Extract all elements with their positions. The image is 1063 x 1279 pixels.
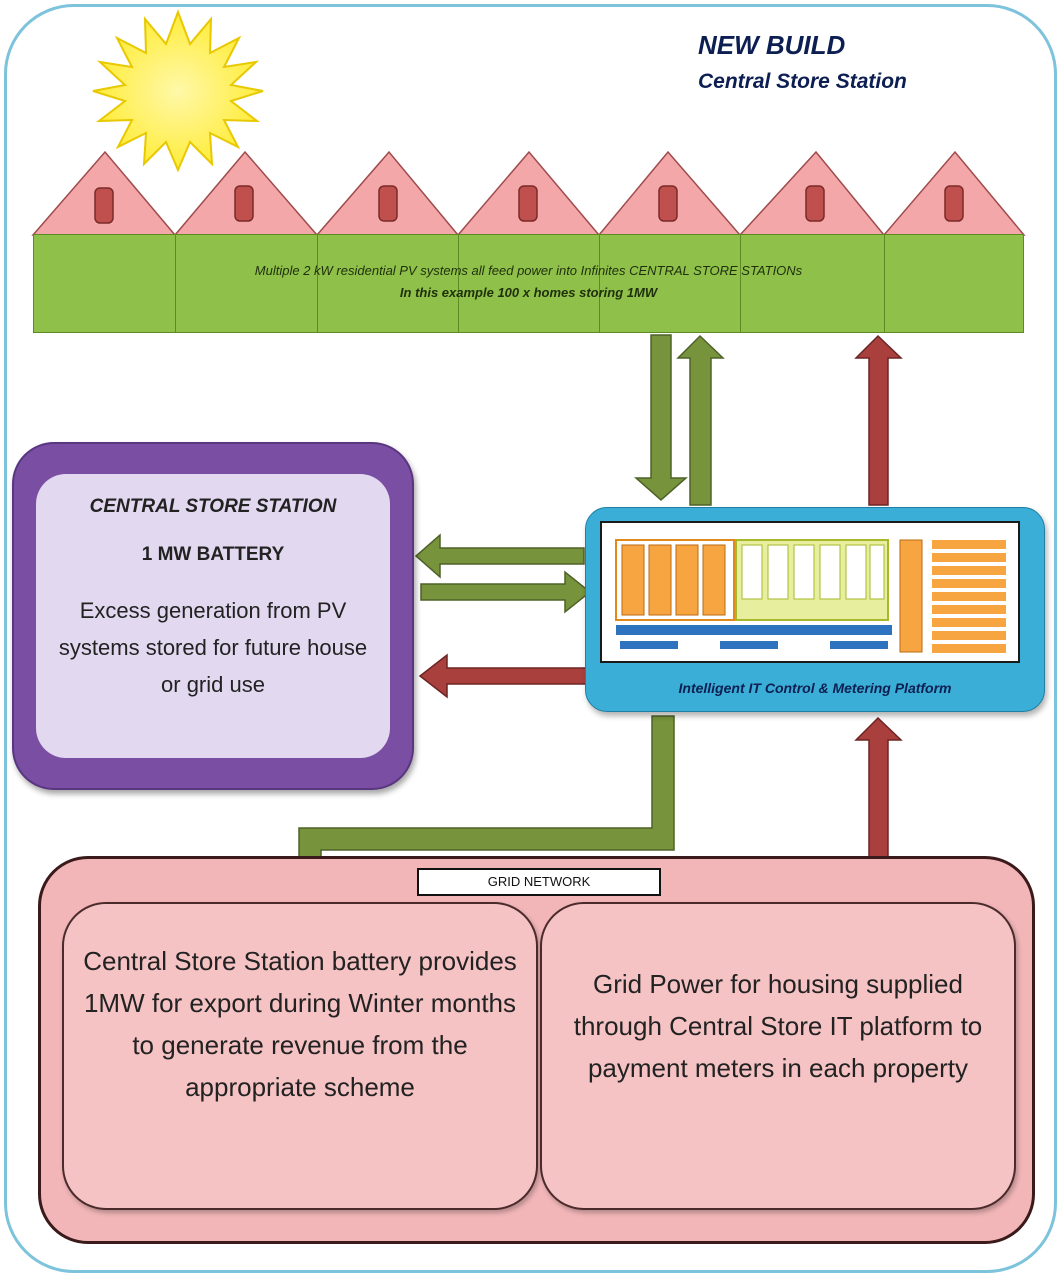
arrow-battery-to-platform <box>420 570 592 614</box>
battery-capacity: 1 MW BATTERY <box>141 544 285 565</box>
platform-architecture-thumbnail <box>615 539 1006 653</box>
grid-network-label: GRID NETWORK <box>417 868 661 896</box>
grid-supply-panel <box>540 902 1016 1210</box>
battery-title: CENTRAL STORE STATION <box>89 496 337 517</box>
grid-export-panel <box>62 902 538 1210</box>
arrow-platform-to-battery <box>414 533 585 579</box>
grid-export-text: Central Store Station battery provides 1… <box>83 946 517 1102</box>
arrow-homes-to-platform <box>634 334 688 501</box>
page-title: NEW BUILD <box>698 30 846 60</box>
house-divider <box>175 235 176 332</box>
house-divider <box>458 235 459 332</box>
homes-example: In this example 100 x homes storing 1MW <box>399 285 658 300</box>
house-divider <box>740 235 741 332</box>
arrow-platform-to-homes-red <box>854 334 903 506</box>
grid-supply-text: Grid Power for housing supplied through … <box>573 969 983 1083</box>
page-subtitle: Central Store Station <box>698 70 907 93</box>
window-4 <box>518 185 538 222</box>
window-7 <box>944 185 964 222</box>
arrow-platform-to-homes <box>676 334 725 506</box>
window-6 <box>805 185 825 222</box>
house-divider <box>317 235 318 332</box>
battery-description: Excess generation from PV systems stored… <box>58 598 368 697</box>
window-3 <box>378 185 398 222</box>
homes-description: Multiple 2 kW residential PV systems all… <box>254 263 803 278</box>
window-1 <box>94 187 114 224</box>
it-platform-screenshot <box>600 521 1020 663</box>
house-divider <box>599 235 600 332</box>
battery-panel <box>36 474 390 758</box>
house-walls-strip <box>33 234 1024 333</box>
sun-icon <box>92 9 264 173</box>
roof-windows <box>94 185 964 224</box>
window-2 <box>234 185 254 222</box>
arrow-platform-to-battery-red <box>418 653 591 699</box>
window-5 <box>658 185 678 222</box>
it-platform-caption: Intelligent IT Control & Metering Platfo… <box>678 680 952 696</box>
house-divider <box>884 235 885 332</box>
